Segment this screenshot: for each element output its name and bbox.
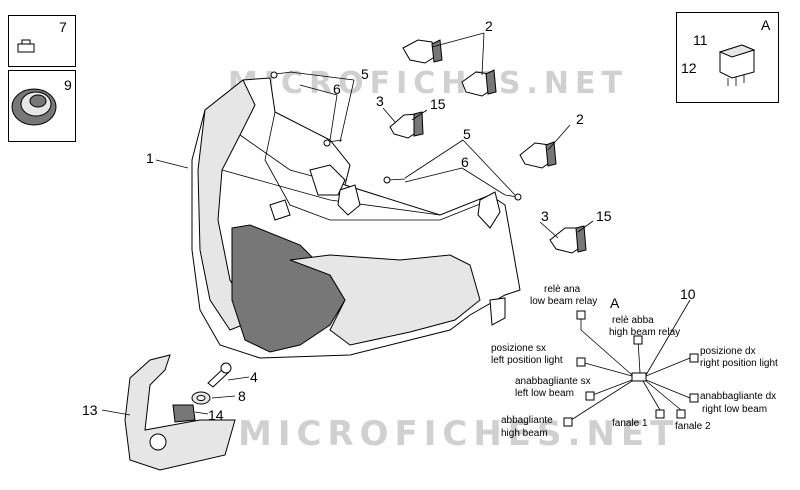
callout-12: 12 [681,60,697,76]
callout-3a: 3 [376,93,384,109]
label-anab-sx-en: left low beam [515,388,574,399]
label-rele-ana-it: relè ana [544,284,581,295]
headlight-assembly-drawing [191,77,521,359]
label-rele-ana-en: low beam relay [530,296,598,307]
label-anab-dx-en: right low beam [702,404,768,415]
bulb-2-right [519,141,557,169]
callout-5b: 5 [463,126,471,142]
callout-4: 4 [250,369,258,385]
callout-8: 8 [238,388,246,404]
watermark-bottom: MICROFICHES.NET [238,414,680,454]
callout-6b: 6 [461,154,469,170]
wiring-harness [563,299,699,427]
inset-box-7 [8,15,76,67]
callout-2b: 2 [576,111,584,127]
callout-6a: 6 [333,81,341,97]
callout-10: 10 [680,286,696,302]
watermark-top: MICROFICHES.NET [228,66,628,101]
label-anab-sx-it: anabbagliante sx [515,376,591,387]
label-abbagliante-it: abbagliante [501,415,553,426]
label-abbagliante-en: high beam [501,428,548,439]
callout-1: 1 [146,150,154,166]
label-fanale-1: fanale 1 [612,418,648,429]
callout-15b: 15 [596,208,612,224]
callout-9: 9 [64,77,72,93]
callout-3b: 3 [541,208,549,224]
label-pos-sx-it: posizione sx [491,343,547,354]
label-pos-dx-en: right position light [700,358,778,369]
bulb-2-mid [461,69,497,97]
label-rele-abba-en: high beam relay [609,327,681,338]
callout-13: 13 [82,402,98,418]
callout-5a: 5 [361,66,369,82]
label-pos-dx-it: posizione dx [700,346,756,357]
callout-harness-a: A [610,295,620,311]
callout-15a: 15 [430,96,446,112]
bulb-15-lower [549,225,587,254]
callout-11: 11 [693,32,708,48]
label-pos-sx-en: left position light [491,355,563,366]
callout-box-a: A [761,17,771,33]
callout-14: 14 [208,407,224,423]
label-anab-dx-it: anabbagliante dx [700,391,777,402]
label-rele-abba-it: relè abba [612,315,654,326]
bulb-2-upper [402,39,443,64]
callout-7: 7 [59,19,67,35]
label-fanale-2: fanale 2 [675,421,711,432]
callout-2a: 2 [485,18,493,34]
